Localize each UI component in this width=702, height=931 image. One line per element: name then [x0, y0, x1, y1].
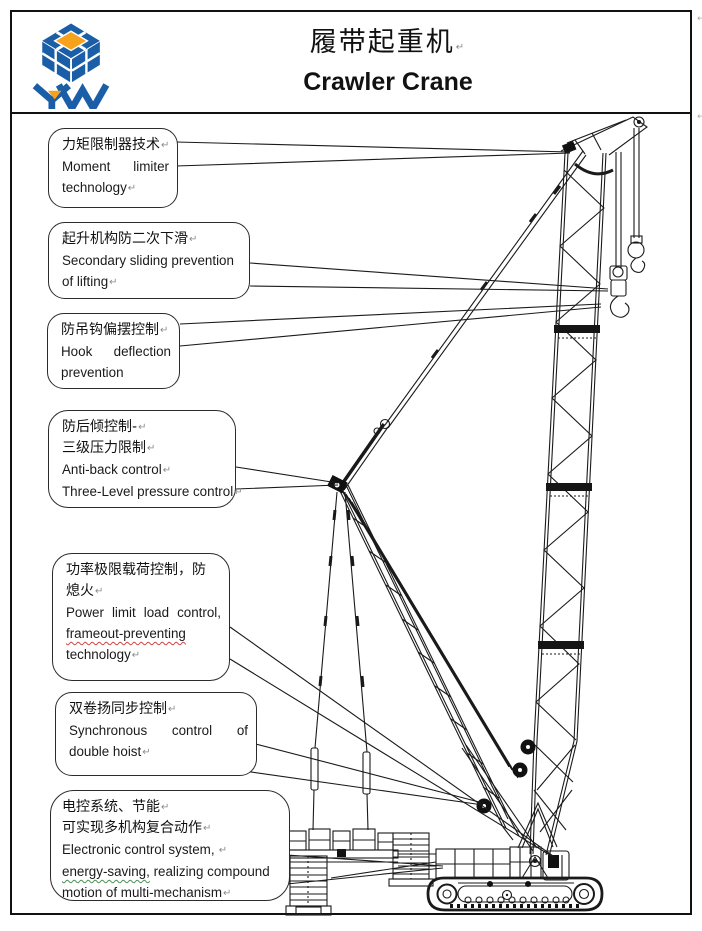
callout-line: 起升机构防二次下滑↵	[62, 231, 198, 247]
callout-line: frameout-preventing	[66, 626, 186, 641]
callout-line: Electronic control system, ↵	[62, 842, 228, 857]
callout-line: 功率极限载荷控制，防	[66, 562, 206, 578]
callout-line: 电控系统、节能↵	[62, 799, 170, 815]
callout-line: 三级压力限制↵	[62, 440, 156, 456]
callout-line: energy-saving, realizing compound	[62, 864, 270, 879]
callout-hook-deflection: 防吊钩偏摆控制↵ Hook deflection prevention	[47, 313, 180, 389]
callout-leader-lines	[175, 141, 609, 885]
callout-line: prevention	[61, 365, 124, 380]
callout-line: Moment limiter	[62, 159, 169, 174]
callout-line: 防后倾控制-↵	[62, 419, 147, 435]
callout-line: technology↵	[66, 647, 141, 662]
callout-anti-back-control: 防后倾控制-↵ 三级压力限制↵ Anti-back control↵ Three…	[48, 410, 243, 508]
callout-power-limit: 功率极限载荷控制，防 熄火↵ Power limit load control,…	[52, 553, 230, 681]
callout-double-hoist: 双卷扬同步控制↵ Synchronous control of double h…	[55, 692, 257, 776]
callout-line: 熄火↵	[66, 583, 104, 599]
callout-line: 力矩限制器技术↵	[62, 137, 170, 153]
callout-line: 双卷扬同步控制↵	[69, 701, 177, 717]
callout-line: Hook deflection	[61, 344, 171, 359]
callout-line: Power limit load control,	[66, 605, 221, 620]
callout-line: double hoist↵	[69, 744, 151, 759]
callout-electronic-control: 电控系统、节能↵ 可实现多机构复合动作↵ Electronic control …	[50, 790, 290, 901]
callout-line: Synchronous control of	[69, 723, 248, 738]
callout-line: Three-Level pressure control↵	[62, 484, 243, 499]
yw-cube-logo-icon	[32, 23, 110, 109]
page-title-english: Crawler Crane	[303, 68, 473, 96]
callout-line: of lifting↵	[62, 274, 118, 289]
callout-line: 可实现多机构复合动作↵	[62, 820, 212, 836]
callout-line: technology↵	[62, 180, 137, 195]
callout-line: 防吊钩偏摆控制↵	[61, 322, 169, 338]
page-title-chinese: 履带起重机↵	[309, 27, 467, 58]
page-border	[10, 10, 692, 915]
callout-moment-limiter: 力矩限制器技术↵ Moment limiter technology↵	[48, 128, 178, 208]
callout-secondary-sliding: 起升机构防二次下滑↵ Secondary sliding prevention …	[48, 222, 250, 299]
paragraph-mark: ↵	[697, 14, 702, 24]
callout-line: Secondary sliding prevention	[62, 253, 234, 268]
header-separator-line	[10, 112, 692, 114]
callout-line: motion of multi-mechanism↵	[62, 885, 232, 900]
callout-line: Anti-back control↵	[62, 462, 172, 477]
paragraph-mark: ↵	[697, 112, 702, 122]
